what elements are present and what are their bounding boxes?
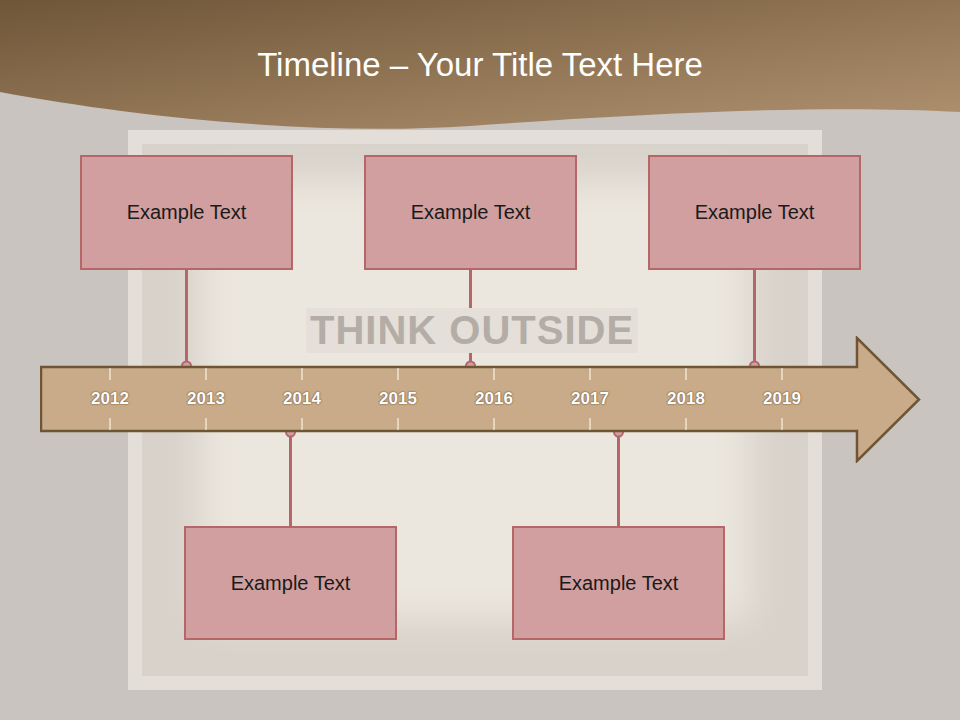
event-box: Example Text [184,526,397,640]
event-text: Example Text [231,572,351,595]
year-label: 2018 [667,389,705,409]
event-box: Example Text [364,155,577,270]
connector [614,428,623,527]
event-text: Example Text [695,201,815,224]
year-label: 2016 [475,389,513,409]
watermark-text: THINK OUTSIDE [306,308,638,353]
year-label: 2017 [571,389,609,409]
year-label: 2015 [379,389,417,409]
year-label: 2012 [91,389,129,409]
timeline-arrow: 2012 2013 2014 2015 2016 2017 2018 2019 [40,336,921,463]
event-text: Example Text [411,201,531,224]
year-label: 2013 [187,389,225,409]
connector [750,270,759,371]
year-label: 2014 [283,389,321,409]
connector [286,428,295,527]
year-label: 2019 [763,389,801,409]
event-box: Example Text [80,155,293,270]
event-text: Example Text [559,572,679,595]
slide-title: Timeline – Your Title Text Here [0,46,960,84]
event-box: Example Text [648,155,861,270]
event-text: Example Text [127,201,247,224]
connector [182,270,191,371]
event-box: Example Text [512,526,725,640]
